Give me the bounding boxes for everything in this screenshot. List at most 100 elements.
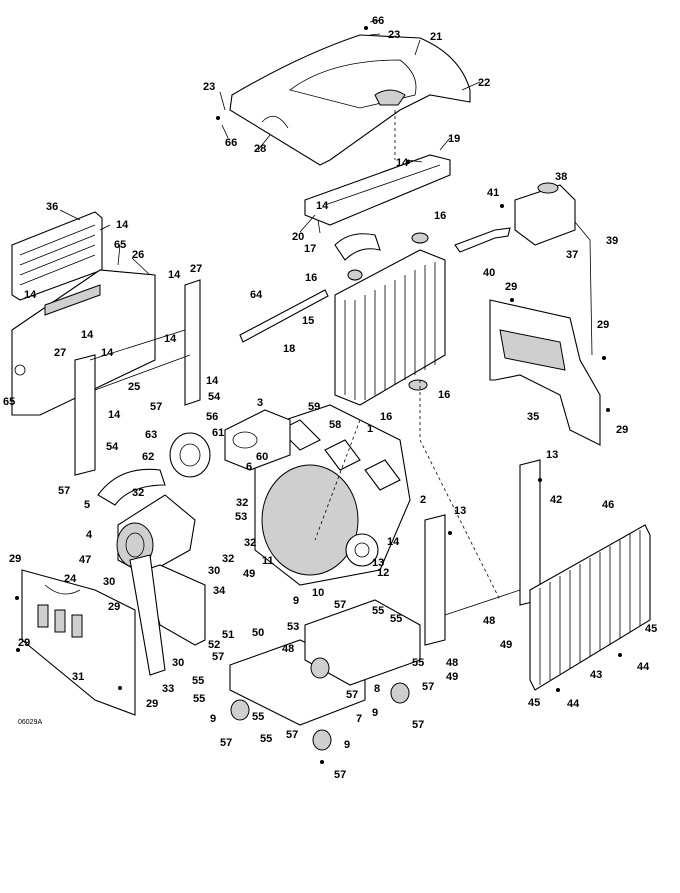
leader-lines <box>59 19 481 276</box>
callout-7: 7 <box>356 713 362 725</box>
callout-38: 38 <box>555 171 567 183</box>
callout-66b: 66 <box>225 137 237 149</box>
callout-9d: 9 <box>344 739 350 751</box>
callout-51: 51 <box>222 629 234 641</box>
callout-55e: 55 <box>193 693 205 705</box>
callout-12: 12 <box>377 567 389 579</box>
callout-49b: 49 <box>500 639 512 651</box>
fastener-markers <box>15 26 622 764</box>
callout-29b: 29 <box>597 319 609 331</box>
drawing-code: 06029A <box>18 719 42 726</box>
engine-frame-part <box>229 599 421 751</box>
callout-16c: 16 <box>438 389 450 401</box>
callout-29a: 29 <box>505 281 517 293</box>
radiator-screen-part <box>529 524 651 691</box>
hood-part <box>229 34 471 166</box>
callout-66a: 66 <box>372 15 384 27</box>
callout-49a: 49 <box>243 568 255 580</box>
callout-58: 58 <box>329 419 341 431</box>
callout-14d: 14 <box>168 269 181 281</box>
callout-23a: 23 <box>388 29 400 41</box>
callout-16b: 16 <box>305 272 317 284</box>
callout-8: 8 <box>374 683 380 695</box>
callout-5: 5 <box>84 499 90 511</box>
callout-57f: 57 <box>346 689 358 701</box>
callout-48b: 48 <box>282 643 294 655</box>
callout-2: 2 <box>420 494 426 506</box>
callout-27b: 27 <box>54 347 66 359</box>
callout-57g: 57 <box>412 719 424 731</box>
side-panel-right-part <box>489 299 601 446</box>
callout-28: 28 <box>254 143 266 155</box>
callout-65b: 65 <box>3 396 15 408</box>
callout-45b: 45 <box>528 697 540 709</box>
callout-61: 61 <box>212 427 224 439</box>
callout-57i: 57 <box>220 737 232 749</box>
callout-42: 42 <box>550 494 562 506</box>
callout-55f: 55 <box>252 711 264 723</box>
callout-26: 26 <box>132 249 144 261</box>
callout-52: 52 <box>208 639 220 651</box>
callout-40: 40 <box>483 267 495 279</box>
callout-30a: 30 <box>208 565 220 577</box>
callout-4: 4 <box>86 529 93 541</box>
radiator-side-bracket-part <box>424 459 541 646</box>
callout-56: 56 <box>206 411 218 423</box>
callout-24: 24 <box>64 573 77 585</box>
callout-13b: 13 <box>454 505 466 517</box>
callout-30c: 30 <box>172 657 184 669</box>
callout-1: 1 <box>367 423 373 435</box>
callout-41: 41 <box>487 187 499 199</box>
callout-16d: 16 <box>380 411 392 423</box>
callout-64: 64 <box>250 289 263 301</box>
callout-32d: 32 <box>222 553 234 565</box>
callout-9c: 9 <box>372 707 378 719</box>
callout-14i: 14 <box>206 375 219 387</box>
callout-32c: 32 <box>244 537 256 549</box>
air-cleaner-part <box>97 432 211 576</box>
callout-49c: 49 <box>446 671 458 683</box>
callout-55g: 55 <box>260 733 272 745</box>
callout-13a: 13 <box>546 449 558 461</box>
callout-6: 6 <box>246 461 252 473</box>
callout-57d: 57 <box>212 651 224 663</box>
callout-54a: 54 <box>208 391 221 403</box>
callout-15: 15 <box>302 315 314 327</box>
callout-50: 50 <box>252 627 264 639</box>
callout-57h: 57 <box>286 729 298 741</box>
callout-57c: 57 <box>334 599 346 611</box>
callout-14a: 14 <box>396 157 409 169</box>
callout-29g: 29 <box>146 698 158 710</box>
callout-44a: 44 <box>637 661 650 673</box>
callout-55a: 55 <box>372 605 384 617</box>
callout-45a: 45 <box>645 623 657 635</box>
callout-54b: 54 <box>106 441 119 453</box>
shroud-part <box>11 211 156 416</box>
callout-9b: 9 <box>210 713 216 725</box>
callout-39: 39 <box>606 235 618 247</box>
callout-17: 17 <box>304 243 316 255</box>
callout-35: 35 <box>527 411 539 423</box>
callout-43: 43 <box>590 669 602 681</box>
callout-36: 36 <box>46 201 58 213</box>
callout-55d: 55 <box>192 675 204 687</box>
callout-32a: 32 <box>132 487 144 499</box>
callout-55b: 55 <box>390 613 402 625</box>
callout-59: 59 <box>308 401 320 413</box>
callout-65a: 65 <box>114 239 126 251</box>
callout-14k: 14 <box>387 536 400 548</box>
fuel-filter-tank-part <box>454 182 593 356</box>
callout-31: 31 <box>72 671 84 683</box>
callout-57e: 57 <box>422 681 434 693</box>
callout-32b: 32 <box>236 497 248 509</box>
callout-14c: 14 <box>316 200 329 212</box>
callout-14f: 14 <box>81 329 94 341</box>
callout-11: 11 <box>262 555 274 567</box>
callout-57j: 57 <box>334 769 346 781</box>
callout-62: 62 <box>142 451 154 463</box>
callout-10: 10 <box>312 587 324 599</box>
callout-14j: 14 <box>108 409 121 421</box>
mount-bracket-part <box>129 554 206 676</box>
callout-47: 47 <box>79 554 91 566</box>
callout-18: 18 <box>283 343 295 355</box>
